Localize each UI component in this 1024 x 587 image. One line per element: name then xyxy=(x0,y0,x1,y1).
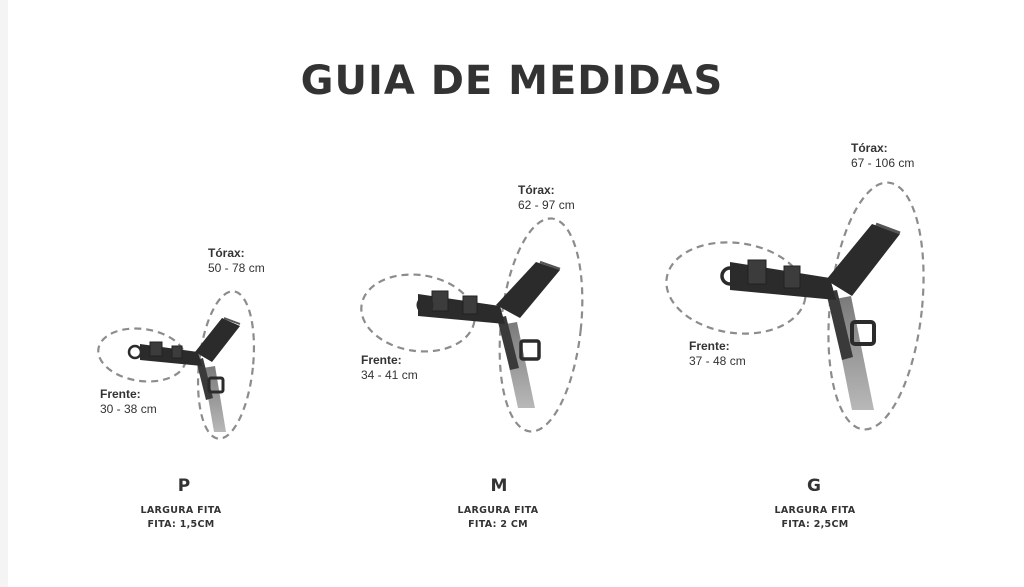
strap-width-value-p: FITA: 1,5CM xyxy=(147,519,215,530)
harness-figure-p xyxy=(127,317,241,432)
frente-heading-g: Frente: xyxy=(689,339,730,353)
frente-range-g: 37 - 48 cm xyxy=(689,354,746,368)
strap-width-value-m: FITA: 2 CM xyxy=(468,519,528,530)
torax-range-g: 67 - 106 cm xyxy=(851,156,915,170)
size-letter-p: P xyxy=(177,476,191,496)
harness-figure-m xyxy=(416,260,561,408)
harness-figure-g xyxy=(720,222,901,410)
torax-measure-outline-p xyxy=(196,290,256,440)
harness-g xyxy=(665,181,925,431)
strap-width-title-g: LARGURA FITA xyxy=(774,505,856,516)
strap-width-value-g: FITA: 2,5CM xyxy=(781,519,849,530)
harness-m xyxy=(360,217,584,433)
page-title: GUIA DE MEDIDAS xyxy=(300,58,724,104)
strap-width-title-m: LARGURA FITA xyxy=(457,505,539,516)
frente-label-p: Frente: 30 - 38 cm xyxy=(100,387,157,417)
torax-range-p: 50 - 78 cm xyxy=(208,261,265,275)
frente-range-m: 34 - 41 cm xyxy=(361,368,418,382)
harness-p xyxy=(97,290,256,440)
torax-heading-m: Tórax: xyxy=(518,183,555,197)
left-edge-strip xyxy=(0,0,8,587)
torax-label-g: Tórax: 67 - 106 cm xyxy=(851,141,914,171)
frente-heading-m: Frente: xyxy=(361,353,402,367)
strap-width-p: LARGURA FITA FITA: 1,5CM xyxy=(101,504,261,532)
torax-heading-g: Tórax: xyxy=(851,141,888,155)
size-letter-g: G xyxy=(807,476,821,496)
frente-range-p: 30 - 38 cm xyxy=(100,402,157,416)
frente-label-m: Frente: 34 - 41 cm xyxy=(361,353,418,383)
strap-width-m: LARGURA FITA FITA: 2 CM xyxy=(418,504,578,532)
strap-width-title-p: LARGURA FITA xyxy=(140,505,222,516)
frente-measure-outline-g xyxy=(665,241,807,335)
size-letter-m: M xyxy=(490,476,508,496)
frente-label-g: Frente: 37 - 48 cm xyxy=(689,339,746,369)
torax-label-p: Tórax: 50 - 78 cm xyxy=(208,246,265,276)
torax-heading-p: Tórax: xyxy=(208,246,245,260)
strap-width-g: LARGURA FITA FITA: 2,5CM xyxy=(735,504,895,532)
frente-heading-p: Frente: xyxy=(100,387,141,401)
torax-label-m: Tórax: 62 - 97 cm xyxy=(518,183,575,213)
torax-range-m: 62 - 97 cm xyxy=(518,198,575,212)
